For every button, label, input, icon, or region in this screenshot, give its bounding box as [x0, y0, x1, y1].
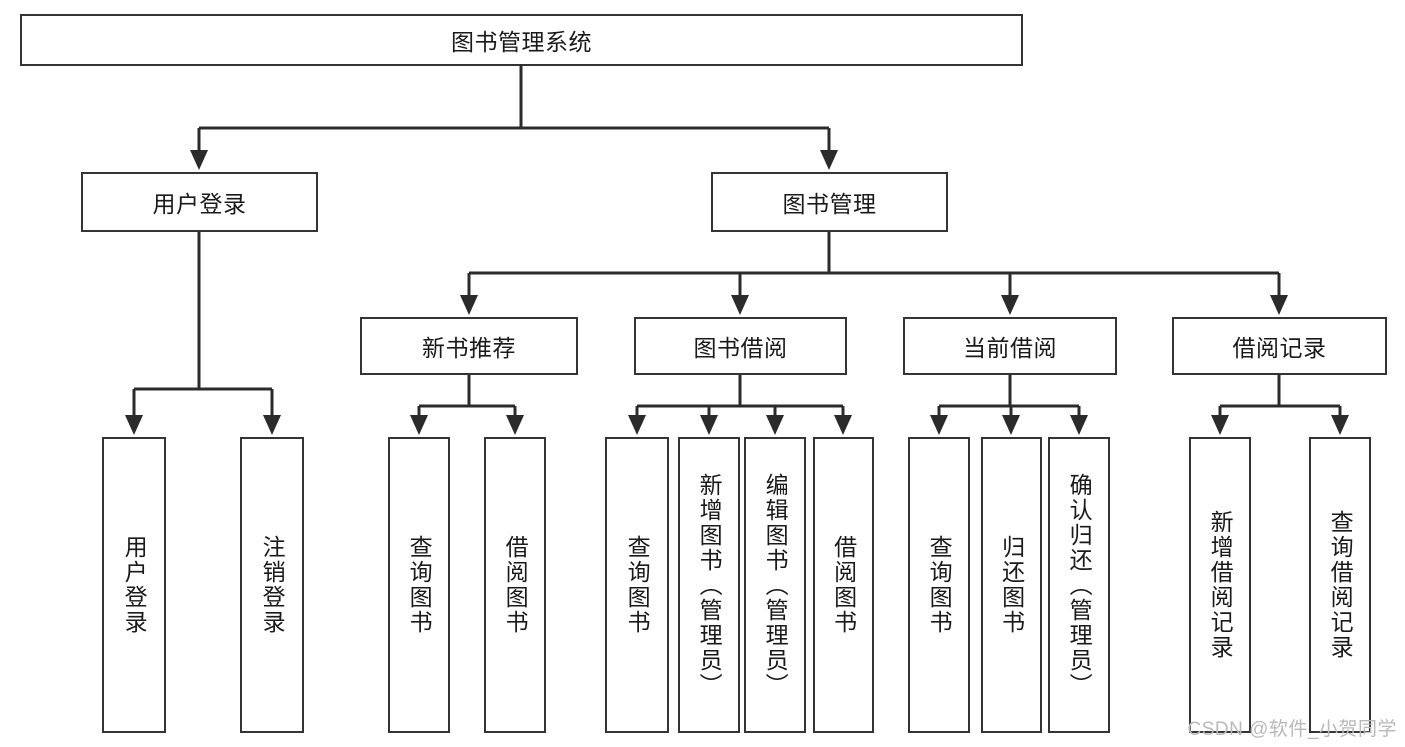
- node-leaf-edit-book-admin[interactable]: 编辑图书（管理员）: [744, 437, 806, 733]
- arrow-to-leaf-return-book-head: [1002, 415, 1020, 435]
- node-label-leaf-return-book: 归还图书: [998, 535, 1025, 635]
- arrow-to-book-borrow-head: [731, 295, 749, 315]
- watermark-label: CSDN @软件_小贺同学: [1187, 719, 1397, 740]
- node-label-leaf-user-logout: 注销登录: [259, 535, 286, 635]
- node-leaf-query-borrow-record[interactable]: 查询借阅记录: [1309, 437, 1371, 733]
- arrow-to-leaf-edit-book-admin-head: [766, 415, 784, 435]
- node-leaf-add-borrow-record[interactable]: 新增借阅记录: [1189, 437, 1251, 733]
- node-label-book-borrow: 图书借阅: [693, 335, 788, 361]
- node-label-leaf-borrow-book-2: 借阅图书: [830, 535, 857, 635]
- arrow-to-borrow-record-head: [1270, 295, 1288, 315]
- arrow-to-leaf-borrow-book-1-head: [506, 415, 524, 435]
- node-leaf-query-book-1[interactable]: 查询图书: [388, 437, 450, 733]
- node-leaf-user-logout[interactable]: 注销登录: [240, 437, 304, 733]
- node-label-borrow-record: 借阅记录: [1232, 335, 1327, 361]
- node-user-login[interactable]: 用户登录: [81, 172, 318, 232]
- node-new-book-recommend[interactable]: 新书推荐: [360, 317, 578, 375]
- arrow-to-leaf-query-borrow-record-head: [1331, 415, 1349, 435]
- node-leaf-return-book[interactable]: 归还图书: [981, 437, 1042, 733]
- arrow-to-leaf-query-book-2-head: [628, 415, 646, 435]
- arrow-to-leaf-confirm-return-admin-head: [1070, 415, 1088, 435]
- node-label-root: 图书管理系统: [451, 29, 592, 55]
- arrow-to-leaf-user-login-head: [125, 415, 143, 435]
- node-label-leaf-borrow-book-1: 借阅图书: [502, 535, 529, 635]
- node-leaf-confirm-return-admin[interactable]: 确认归还（管理员）: [1048, 437, 1110, 733]
- node-label-leaf-query-book-1: 查询图书: [406, 535, 433, 635]
- node-label-leaf-edit-book-admin: 编辑图书（管理员）: [762, 472, 789, 698]
- node-label-new-book-recommend: 新书推荐: [422, 335, 516, 361]
- arrow-to-user-login-head: [190, 150, 208, 170]
- node-leaf-user-login[interactable]: 用户登录: [102, 437, 166, 733]
- node-label-leaf-query-borrow-record: 查询借阅记录: [1327, 510, 1354, 660]
- arrow-to-leaf-query-book-3-head: [930, 415, 948, 435]
- node-label-leaf-user-login: 用户登录: [121, 535, 148, 635]
- arrow-to-leaf-borrow-book-2-head: [834, 415, 852, 435]
- node-label-book-management: 图书管理: [782, 191, 877, 217]
- node-current-borrow[interactable]: 当前借阅: [903, 317, 1117, 375]
- node-book-borrow[interactable]: 图书借阅: [634, 317, 847, 375]
- node-label-current-borrow: 当前借阅: [963, 335, 1057, 361]
- node-label-leaf-confirm-return-admin: 确认归还（管理员）: [1066, 472, 1093, 698]
- node-label-leaf-query-book-3: 查询图书: [926, 535, 953, 635]
- node-label-leaf-query-book-2: 查询图书: [624, 535, 651, 635]
- arrow-to-leaf-add-book-admin-head: [700, 415, 718, 435]
- node-leaf-query-book-2[interactable]: 查询图书: [605, 437, 669, 733]
- node-book-management[interactable]: 图书管理: [711, 172, 948, 232]
- node-leaf-add-book-admin[interactable]: 新增图书（管理员）: [678, 437, 740, 733]
- node-leaf-query-book-3[interactable]: 查询图书: [908, 437, 970, 733]
- node-leaf-borrow-book-1[interactable]: 借阅图书: [484, 437, 546, 733]
- node-label-leaf-add-borrow-record: 新增借阅记录: [1207, 510, 1234, 660]
- node-borrow-record[interactable]: 借阅记录: [1172, 317, 1387, 375]
- node-label-leaf-add-book-admin: 新增图书（管理员）: [696, 472, 723, 698]
- arrow-to-current-borrow-head: [1001, 295, 1019, 315]
- arrow-to-new-book-recommend-head: [460, 295, 478, 315]
- arrow-to-leaf-add-borrow-record-head: [1211, 415, 1229, 435]
- node-leaf-borrow-book-2[interactable]: 借阅图书: [813, 437, 874, 733]
- arrow-to-leaf-user-logout-head: [263, 415, 281, 435]
- node-label-user-login: 用户登录: [152, 191, 247, 217]
- arrow-to-leaf-query-book-1-head: [410, 415, 428, 435]
- node-root[interactable]: 图书管理系统: [20, 14, 1023, 66]
- arrow-to-book-management-head: [820, 150, 838, 170]
